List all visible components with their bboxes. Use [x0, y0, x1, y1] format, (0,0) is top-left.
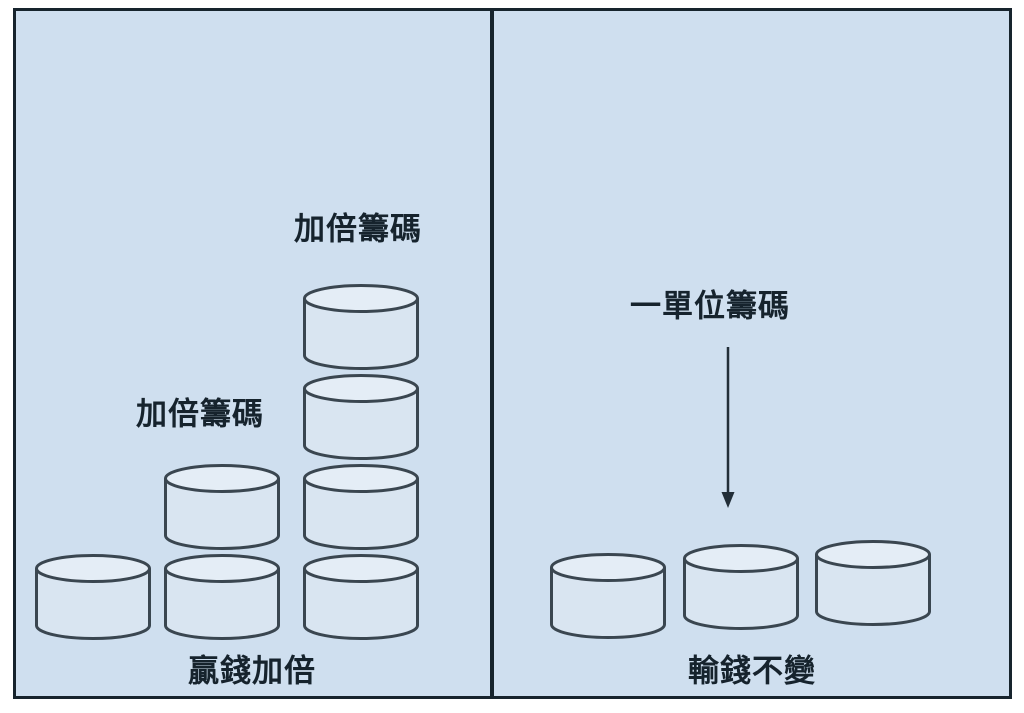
label-lose-money-unchanged: 輸錢不變: [688, 653, 816, 690]
panel-divider: [490, 8, 494, 699]
left-panel-double-bet: [13, 8, 490, 699]
right-panel-single-bet: [494, 8, 1012, 699]
label-win-money-doubles: 贏錢加倍: [188, 653, 316, 690]
label-double-chips-top: 加倍籌碼: [294, 211, 422, 248]
label-double-chips-mid: 加倍籌碼: [136, 396, 264, 433]
label-one-unit-chip: 一單位籌碼: [630, 288, 790, 325]
